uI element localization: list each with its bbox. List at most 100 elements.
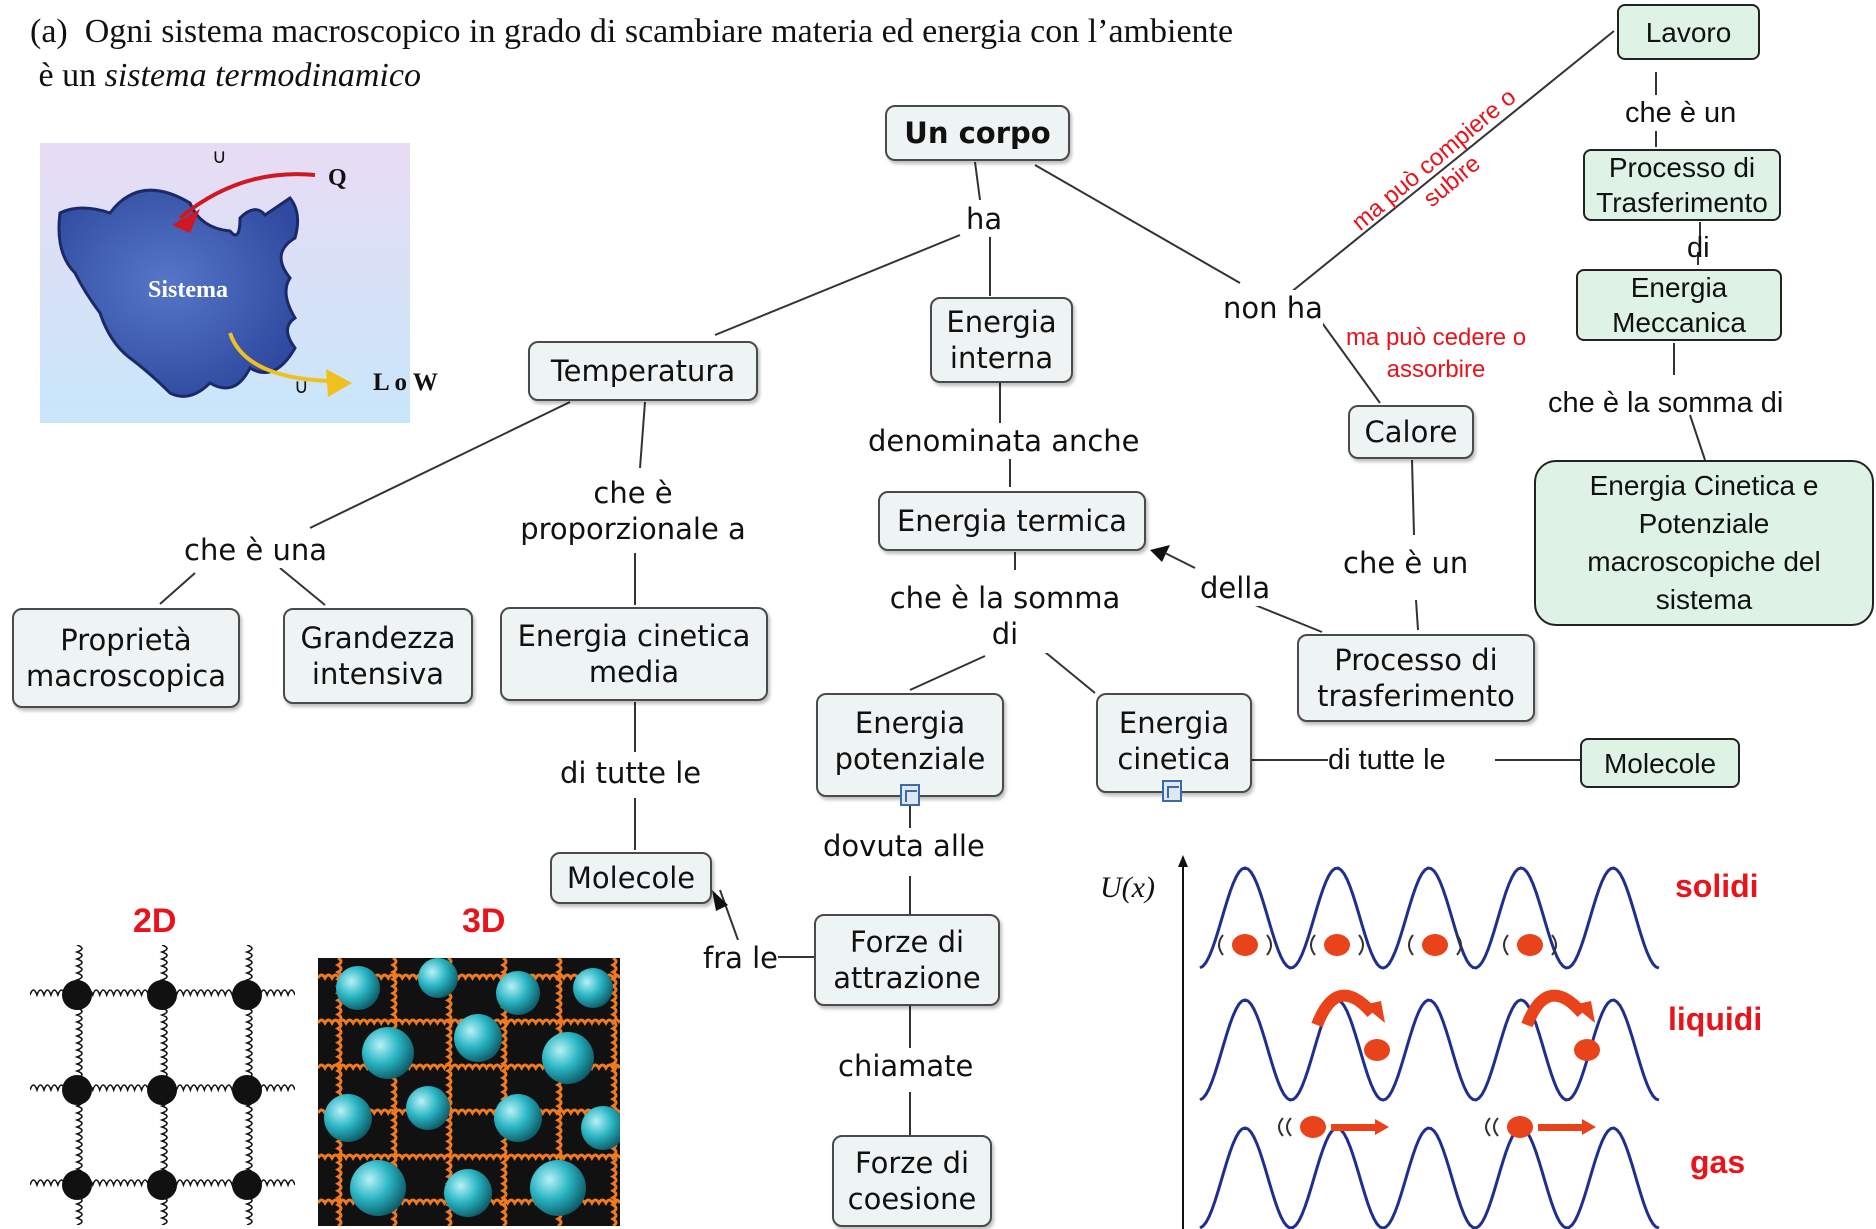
sphere bbox=[494, 1094, 542, 1142]
node-proprieta-macroscopica[interactable]: Proprietà macroscopica bbox=[12, 608, 240, 708]
sphere bbox=[336, 966, 380, 1010]
thermodynamic-system-illustration: Sistema Q ∪ ∪ bbox=[40, 143, 410, 423]
label-gas: gas bbox=[1690, 1144, 1745, 1180]
link-non-ha: non ha bbox=[1223, 290, 1323, 327]
particle bbox=[1422, 934, 1448, 956]
node-energia-cinetica[interactable]: Energia cinetica bbox=[1096, 693, 1252, 793]
node-processo-trasferimento-right[interactable]: Processo di Trasferimento bbox=[1583, 149, 1781, 221]
axis-label: U(x) bbox=[1100, 871, 1155, 904]
vibration-mark bbox=[1503, 934, 1557, 956]
lattice-3d-illustration bbox=[318, 958, 620, 1226]
lattice-2d-illustration bbox=[30, 945, 295, 1225]
lattice-ball bbox=[147, 1170, 177, 1200]
label-solidi: solidi bbox=[1675, 868, 1759, 904]
sphere bbox=[362, 1027, 414, 1079]
link-fra-le: fra le bbox=[703, 940, 779, 977]
heat-arrow-icon bbox=[172, 209, 200, 233]
figure-caption: (a) Ogni sistema macroscopico in grado d… bbox=[30, 10, 1233, 97]
potential-energy-diagram: U(x) solidi liquidi gas bbox=[1100, 855, 1762, 1229]
sphere bbox=[530, 1160, 586, 1216]
node-lavoro[interactable]: Lavoro bbox=[1617, 4, 1760, 60]
particle bbox=[1574, 1039, 1600, 1061]
node-grandezza-intensiva[interactable]: Grandezza intensiva bbox=[283, 608, 473, 704]
link-di-tutte-le-media: di tutte le bbox=[560, 755, 702, 792]
particle bbox=[1364, 1039, 1390, 1061]
node-energia-termica[interactable]: Energia termica bbox=[878, 491, 1146, 551]
node-molecole-left[interactable]: Molecole bbox=[550, 852, 712, 904]
sphere bbox=[444, 1169, 492, 1217]
node-temperatura[interactable]: Temperatura bbox=[528, 341, 758, 401]
caption-line-1: Ogni sistema macroscopico in grado di sc… bbox=[84, 13, 1234, 50]
sphere bbox=[581, 1106, 620, 1150]
hop-arrowhead bbox=[1573, 1001, 1595, 1023]
vibration-mark bbox=[1218, 934, 1272, 956]
node-forze-di-attrazione[interactable]: Forze di attrazione bbox=[814, 914, 1000, 1006]
link-che-e-una: che è una bbox=[184, 532, 327, 569]
sphere bbox=[350, 1160, 406, 1216]
link-che-e-un-calore: che è un bbox=[1343, 545, 1469, 582]
sphere bbox=[454, 1014, 502, 1062]
link-che-e-la-somma-di: che è la somma di bbox=[880, 580, 1130, 653]
lattice-ball bbox=[147, 1075, 177, 1105]
label-liquidi: liquidi bbox=[1668, 1001, 1762, 1037]
work-symbol: ∪ bbox=[294, 376, 309, 398]
node-molecole-right[interactable]: Molecole bbox=[1580, 738, 1740, 788]
work-label: L o W bbox=[373, 369, 438, 396]
motion-arrow bbox=[1538, 1124, 1582, 1131]
sphere bbox=[573, 968, 613, 1008]
hop-arrow bbox=[1521, 989, 1587, 1028]
lattice-ball bbox=[232, 980, 262, 1010]
sphere bbox=[406, 1086, 450, 1130]
sphere bbox=[418, 958, 458, 998]
node-energia-cinetica-media[interactable]: Energia cinetica media bbox=[500, 607, 768, 701]
link-che-e-proporzionale-a: che è proporzionale a bbox=[513, 475, 753, 548]
link-di: di bbox=[1687, 232, 1710, 264]
link-ma-puo-cedere: ma può cedere o assorbire bbox=[1345, 324, 1527, 384]
link-della: della bbox=[1200, 570, 1271, 607]
link-che-e-un-lavoro: che è un bbox=[1625, 95, 1737, 132]
node-processo-di-trasferimento[interactable]: Processo di trasferimento bbox=[1297, 634, 1535, 722]
particle bbox=[1324, 934, 1350, 956]
link-ha: ha bbox=[966, 201, 1003, 238]
node-calore[interactable]: Calore bbox=[1348, 405, 1474, 459]
motion-arrowhead bbox=[1375, 1119, 1389, 1135]
link-di-tutte-le-cinetica: di tutte le bbox=[1328, 744, 1446, 776]
spring-3d bbox=[318, 1153, 620, 1161]
particle bbox=[1517, 934, 1543, 956]
motion-mark bbox=[1485, 1117, 1499, 1137]
spring-3d bbox=[335, 958, 343, 1226]
motion-arrow bbox=[1331, 1124, 1375, 1131]
document-icon[interactable] bbox=[900, 784, 920, 806]
document-icon[interactable] bbox=[1162, 780, 1182, 802]
spring-3d bbox=[610, 958, 618, 1226]
sphere bbox=[496, 971, 540, 1015]
vibration-mark bbox=[1408, 934, 1462, 956]
hop-arrow bbox=[1311, 989, 1377, 1028]
heat-symbol: ∪ bbox=[212, 146, 227, 168]
node-forze-di-coesione[interactable]: Forze di coesione bbox=[832, 1135, 992, 1227]
lattice-ball bbox=[147, 980, 177, 1010]
link-denominata-anche: denominata anche bbox=[868, 423, 1140, 460]
link-dovuta-alle: dovuta alle bbox=[823, 828, 985, 865]
lattice-ball bbox=[62, 1170, 92, 1200]
node-energia-interna[interactable]: Energia interna bbox=[930, 297, 1073, 383]
work-arrow-icon bbox=[326, 369, 352, 397]
system-label: Sistema bbox=[148, 277, 228, 303]
lattice-ball bbox=[232, 1170, 262, 1200]
node-un-corpo[interactable]: Un corpo bbox=[885, 105, 1070, 161]
caption-line-2: è un bbox=[38, 56, 97, 94]
lattice-ball bbox=[62, 1075, 92, 1105]
particle bbox=[1507, 1116, 1533, 1138]
sphere bbox=[324, 1094, 372, 1142]
link-che-e-la-somma-di-right: che è la somma di bbox=[1548, 387, 1784, 419]
motion-arrowhead bbox=[1582, 1119, 1596, 1135]
link-chiamate: chiamate bbox=[838, 1048, 974, 1085]
node-energia-cinetica-potenziale[interactable]: Energia Cinetica e Potenziale macroscopi… bbox=[1534, 460, 1874, 626]
particle bbox=[1232, 934, 1258, 956]
node-energia-potenziale[interactable]: Energia potenziale bbox=[816, 693, 1004, 797]
label-2d: 2D bbox=[133, 902, 177, 940]
motion-mark bbox=[1278, 1117, 1292, 1137]
node-energia-meccanica[interactable]: Energia Meccanica bbox=[1576, 269, 1782, 341]
